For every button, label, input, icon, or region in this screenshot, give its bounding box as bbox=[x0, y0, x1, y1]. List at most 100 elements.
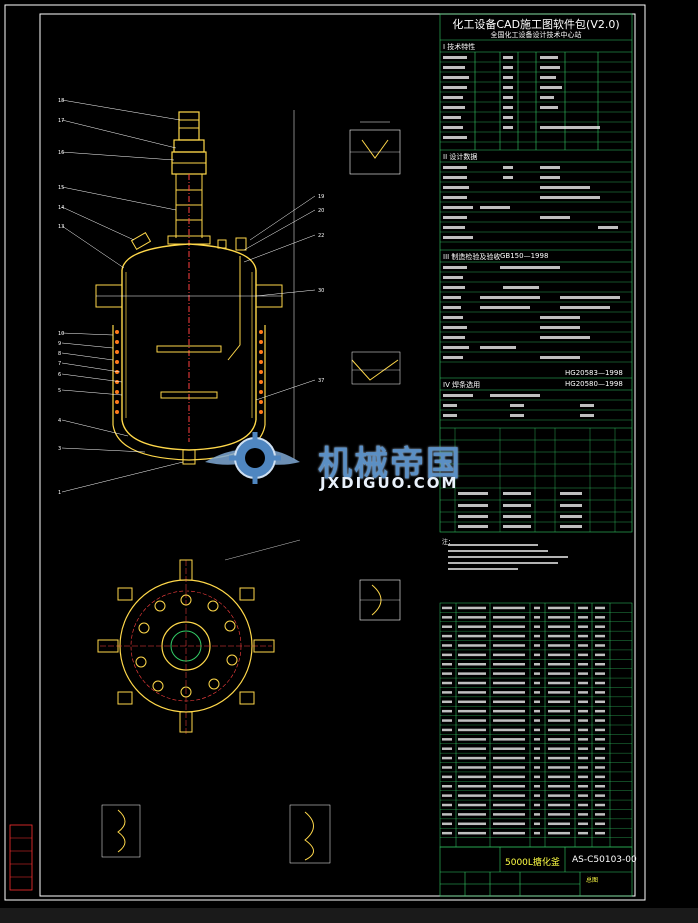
spec-table bbox=[439, 13, 633, 533]
parts-cell-mark bbox=[493, 644, 525, 647]
spec-table-cell-marks bbox=[443, 56, 620, 528]
bottom-status-strip bbox=[0, 908, 698, 923]
parts-cell-mark bbox=[442, 691, 452, 694]
parts-cell-mark bbox=[458, 606, 486, 610]
svg-text:20: 20 bbox=[318, 208, 324, 214]
parts-cell-mark bbox=[548, 794, 570, 797]
parts-cell-mark bbox=[442, 766, 452, 769]
parts-cell-mark bbox=[595, 785, 605, 788]
parts-cell-mark bbox=[548, 728, 570, 732]
parts-cell-mark bbox=[442, 785, 452, 788]
parts-cell-mark bbox=[534, 785, 540, 788]
svg-text:10: 10 bbox=[58, 331, 64, 337]
parts-cell-mark bbox=[534, 691, 540, 694]
parts-cell-mark bbox=[548, 681, 570, 685]
parts-cell-mark bbox=[595, 634, 605, 638]
parts-cell-mark bbox=[493, 794, 525, 797]
parts-cell-mark bbox=[534, 709, 540, 713]
parts-cell-mark bbox=[493, 663, 525, 666]
parts-cell-mark bbox=[534, 766, 540, 769]
parts-cell-mark bbox=[458, 738, 486, 741]
parts-cell-mark bbox=[578, 663, 588, 666]
parts-cell-mark bbox=[578, 625, 588, 628]
parts-cell-mark bbox=[548, 691, 570, 694]
svg-text:18: 18 bbox=[58, 98, 64, 104]
parts-cell-mark bbox=[548, 616, 570, 619]
svg-text:13: 13 bbox=[58, 224, 64, 230]
title-block-sheet-type: 总图 bbox=[586, 877, 599, 884]
parts-cell-mark bbox=[578, 644, 588, 647]
parts-cell-mark bbox=[442, 803, 452, 807]
parts-cell-mark bbox=[458, 766, 486, 769]
detail-view-2 bbox=[351, 351, 401, 385]
parts-cell-mark bbox=[493, 747, 525, 750]
parts-cell-mark bbox=[534, 663, 540, 666]
parts-cell-mark bbox=[595, 691, 605, 694]
parts-cell-mark bbox=[595, 794, 605, 797]
svg-text:15: 15 bbox=[58, 185, 64, 191]
parts-cell-mark bbox=[595, 803, 605, 807]
parts-cell-mark bbox=[578, 775, 588, 779]
parts-cell-mark bbox=[493, 775, 525, 779]
parts-cell-mark bbox=[493, 766, 525, 769]
svg-text:14: 14 bbox=[58, 205, 64, 211]
parts-cell-mark bbox=[595, 700, 605, 704]
parts-cell-mark bbox=[548, 653, 570, 657]
parts-cell-mark bbox=[578, 794, 588, 797]
parts-cell-mark bbox=[534, 719, 540, 722]
parts-cell-mark bbox=[548, 663, 570, 666]
drawing-package-title: 化工设备CAD施工图软件包(V2.0) bbox=[452, 18, 620, 31]
watermark-title: 机械帝国 bbox=[318, 444, 462, 484]
parts-cell-mark bbox=[595, 719, 605, 722]
parts-cell-mark bbox=[534, 775, 540, 779]
parts-cell-mark bbox=[578, 700, 588, 704]
watermark-url: JXDIGUO.COM bbox=[320, 474, 459, 492]
detail-view-4 bbox=[101, 804, 141, 858]
parts-cell-mark bbox=[578, 616, 588, 619]
parts-cell-mark bbox=[534, 728, 540, 732]
parts-cell-mark bbox=[595, 775, 605, 779]
parts-cell-mark bbox=[458, 756, 486, 760]
parts-cell-mark bbox=[578, 606, 588, 610]
standard-hg20580: HG20580—1998 bbox=[565, 380, 623, 388]
parts-cell-mark bbox=[595, 766, 605, 769]
detail-view-3 bbox=[359, 579, 401, 621]
parts-cell-mark bbox=[458, 681, 486, 685]
svg-text:37: 37 bbox=[318, 378, 324, 384]
parts-cell-mark bbox=[534, 747, 540, 750]
parts-cell-mark bbox=[442, 672, 452, 675]
parts-cell-mark bbox=[595, 663, 605, 666]
parts-cell-mark bbox=[458, 644, 486, 647]
svg-text:30: 30 bbox=[318, 288, 324, 294]
parts-cell-mark bbox=[534, 813, 540, 816]
parts-cell-mark bbox=[442, 747, 452, 750]
parts-cell-mark bbox=[493, 728, 525, 732]
svg-text:3: 3 bbox=[58, 446, 61, 452]
parts-cell-mark bbox=[548, 822, 570, 826]
parts-cell-mark bbox=[458, 794, 486, 797]
vessel-plan-view bbox=[97, 539, 301, 735]
parts-cell-mark bbox=[493, 831, 525, 835]
parts-cell-mark bbox=[578, 803, 588, 807]
parts-cell-mark bbox=[578, 766, 588, 769]
parts-cell-mark bbox=[578, 634, 588, 638]
parts-cell-mark bbox=[442, 831, 452, 835]
parts-cell-mark bbox=[548, 738, 570, 741]
parts-cell-mark bbox=[493, 634, 525, 638]
parts-cell-mark bbox=[595, 738, 605, 741]
svg-text:7: 7 bbox=[58, 361, 61, 367]
parts-cell-mark bbox=[578, 719, 588, 722]
parts-cell-mark bbox=[442, 738, 452, 741]
parts-cell-mark bbox=[578, 738, 588, 741]
parts-cell-mark bbox=[534, 606, 540, 610]
parts-cell-mark bbox=[548, 756, 570, 760]
parts-cell-mark bbox=[458, 691, 486, 694]
left-margin-boxes bbox=[9, 824, 33, 891]
parts-cell-mark bbox=[534, 756, 540, 760]
parts-cell-mark bbox=[534, 653, 540, 657]
parts-cell-mark bbox=[442, 653, 452, 657]
parts-cell-mark bbox=[595, 756, 605, 760]
parts-cell-mark bbox=[458, 803, 486, 807]
parts-cell-mark bbox=[442, 700, 452, 704]
